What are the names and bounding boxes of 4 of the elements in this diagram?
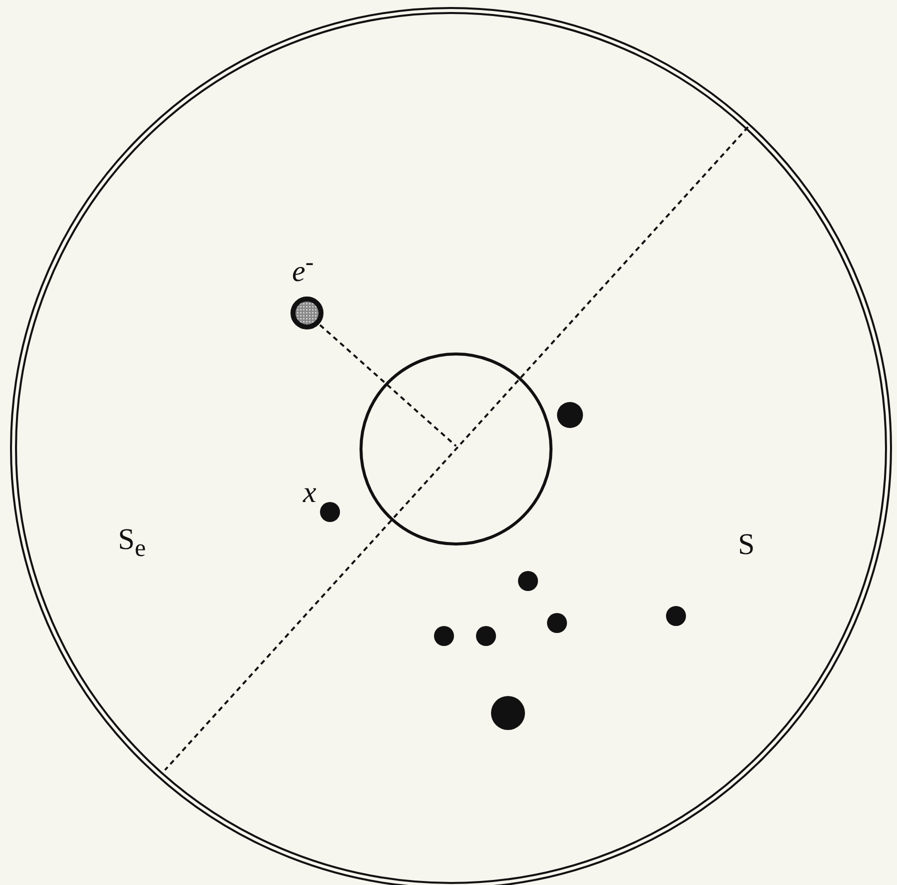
region-label: S$_{e}$	[118, 525, 146, 561]
electron-label: e$^{-}$	[292, 250, 314, 287]
region-label: S	[738, 530, 755, 560]
particle-label: x	[303, 478, 316, 508]
